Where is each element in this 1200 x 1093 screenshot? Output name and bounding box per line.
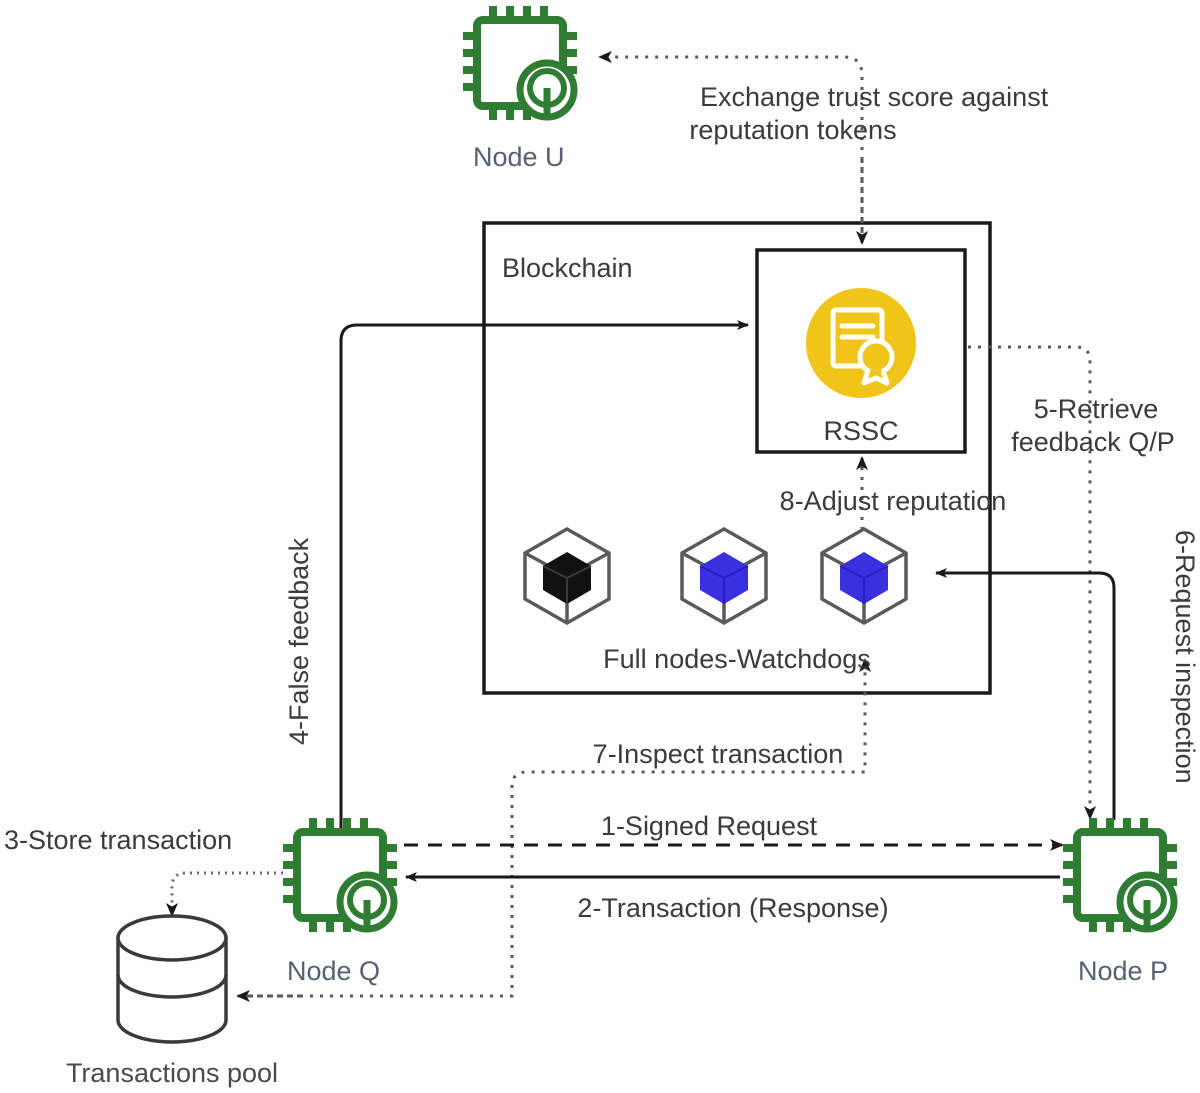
label-exchange-line2: reputation tokens: [689, 115, 896, 145]
edge-5-retrieve-feedback: [968, 345, 1096, 820]
edge-4-false-feedback: [339, 320, 749, 830]
node-u-icon: [463, 6, 577, 120]
blockchain-container: [482, 221, 992, 695]
label-transactions-pool: Transactions pool: [66, 1058, 278, 1088]
node-p-icon: [1063, 818, 1177, 932]
rssc-certificate-icon: [806, 288, 916, 398]
label-step-1: 1-Signed Request: [601, 811, 818, 841]
watchdog-cube-3-icon: [820, 527, 908, 625]
label-exchange-line1: Exchange trust score against: [700, 82, 1049, 112]
label-node-p: Node P: [1078, 956, 1168, 986]
edge-6-request-inspection: [935, 568, 1116, 820]
edge-7-inspect-transaction: [240, 658, 871, 998]
label-step-5-line1: 5-Retrieve: [1034, 394, 1159, 424]
node-q-icon: [283, 818, 397, 932]
watchdog-cube-1-icon: [523, 527, 611, 625]
label-watchdogs: Full nodes-Watchdogs: [603, 644, 871, 674]
label-step-3: 3-Store transaction: [4, 825, 232, 855]
label-step-6: 6-Request inspection: [1170, 530, 1200, 784]
label-step-8: 8-Adjust reputation: [780, 486, 1007, 516]
rssc-box: [755, 248, 967, 454]
label-step-2: 2-Transaction (Response): [577, 893, 888, 923]
label-blockchain: Blockchain: [502, 253, 633, 283]
edge-3-store-transaction: [166, 871, 283, 917]
label-node-q: Node Q: [287, 956, 380, 986]
watchdog-cube-2-icon: [680, 527, 768, 625]
label-step-4: 4-False feedback: [284, 537, 314, 745]
label-node-u: Node U: [473, 142, 565, 172]
label-rssc: RSSC: [823, 416, 898, 446]
label-step-5-line2: feedback Q/P: [1011, 427, 1175, 457]
transactions-pool-icon: [116, 914, 228, 1044]
label-step-7: 7-Inspect transaction: [593, 739, 844, 769]
